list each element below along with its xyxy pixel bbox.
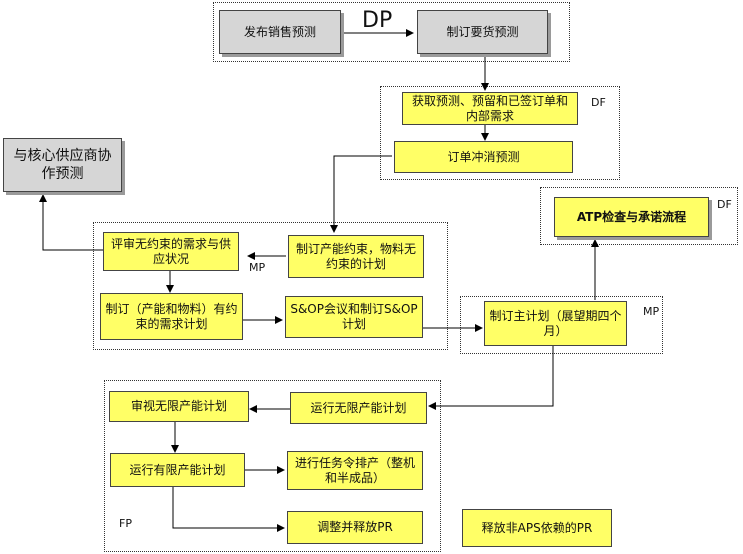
get-forecast-label: 获取预测、预留和已签订单和内部需求 (411, 93, 568, 123)
tag-mp-right: MP (643, 305, 660, 318)
run-infinite-box: 运行无限产能计划 (290, 392, 427, 424)
adjust-release-label: 调整并释放PR (317, 520, 393, 534)
region-df-atp (540, 187, 738, 245)
make-unconstrained-plan-label: 制订产能约束，物料无约束的计划 (295, 241, 416, 271)
region-df-top (380, 86, 620, 180)
release-non-aps-box: 释放非APS依赖的PR (462, 509, 612, 547)
tag-df-atp: DF (717, 198, 732, 211)
arrow-offset-to-plan (330, 155, 392, 233)
publish-sales-forecast-label: 发布销售预测 (243, 24, 316, 39)
run-finite-box: 运行有限产能计划 (110, 453, 245, 487)
core-supplier-label: 与核心供应商协作预测 (13, 148, 112, 182)
arrow-master-to-runinfinite (428, 346, 554, 410)
run-finite-label: 运行有限产能计划 (129, 462, 226, 477)
order-offset-box: 订单冲消预测 (394, 141, 573, 173)
tag-fp: FP (119, 517, 132, 530)
review-infinite-label: 审视无限产能计划 (130, 399, 227, 413)
review-infinite-box: 审视无限产能计划 (109, 391, 249, 422)
release-non-aps-label: 释放非APS依赖的PR (481, 520, 593, 535)
run-infinite-label: 运行无限产能计划 (310, 400, 407, 415)
task-sequencing-box: 进行任务令排产（整机和半成品） (287, 451, 423, 490)
review-unconstrained-label: 评审无约束的需求与供应状况 (110, 236, 231, 266)
make-stock-forecast-label: 制订要货预测 (446, 24, 519, 39)
region-mp-left (93, 222, 448, 350)
master-schedule-label: 制订主计划（展望期四个月） (489, 308, 622, 338)
tag-mp-left: MP (249, 261, 266, 274)
task-sequencing-label: 进行任务令排产（整机和半成品） (294, 455, 415, 485)
make-constrained-plan-box: 制订（产能和物料）有约束的需求计划 (100, 293, 243, 340)
arrow-review-to-supplier (39, 194, 103, 251)
make-stock-forecast-box: 制订要货预测 (417, 10, 548, 54)
atp-label: ATP检查与承诺流程 (576, 209, 687, 224)
review-unconstrained-box: 评审无约束的需求与供应状况 (103, 232, 239, 271)
make-unconstrained-plan-box: 制订产能约束，物料无约束的计划 (288, 235, 424, 278)
publish-sales-forecast-box: 发布销售预测 (219, 10, 341, 54)
order-offset-label: 订单冲消预测 (447, 149, 520, 164)
sop-box: S&OP会议和制订S&OP计划 (285, 296, 423, 338)
master-schedule-box: 制订主计划（展望期四个月） (484, 301, 627, 346)
core-supplier-box: 与核心供应商协作预测 (3, 138, 122, 192)
region-fp (104, 380, 441, 552)
get-forecast-box: 获取预测、预留和已签订单和内部需求 (402, 92, 578, 125)
region-dp (213, 2, 570, 62)
atp-box: ATP检查与承诺流程 (554, 197, 709, 237)
adjust-release-box: 调整并释放PR (287, 511, 423, 544)
arrow-runfinite-to-adjust (172, 487, 285, 532)
tag-dp: DP (362, 8, 393, 33)
region-mp-right (460, 296, 663, 354)
tag-df-top: DF (591, 96, 606, 109)
sop-label: S&OP会议和制订S&OP计划 (290, 302, 418, 331)
make-constrained-plan-label: 制订（产能和物料）有约束的需求计划 (105, 301, 238, 331)
